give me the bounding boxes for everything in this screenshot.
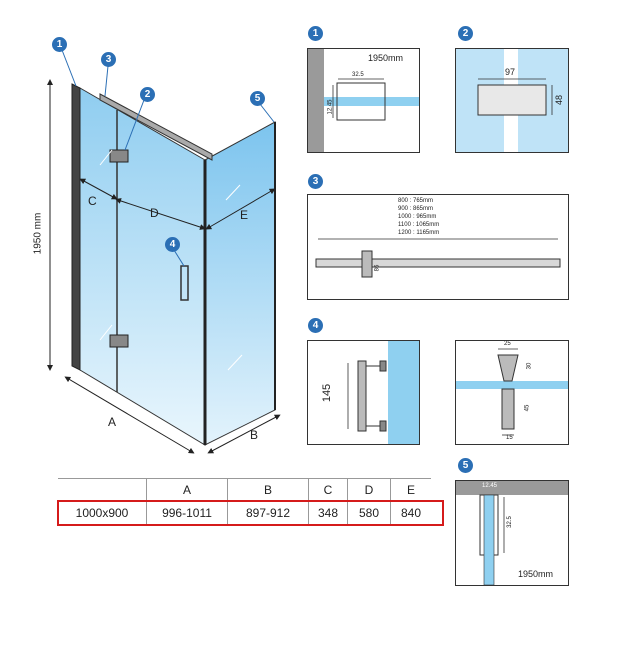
- detail-5-height: 1950mm: [518, 569, 554, 579]
- table-cell: 897-912: [227, 501, 309, 525]
- table-header-cell: A: [146, 478, 228, 502]
- detail-2-dim-w: 97: [505, 67, 516, 77]
- dim-b-label: B: [250, 428, 259, 442]
- table-header-cell: B: [227, 478, 309, 502]
- detail-3-dim-v: 86: [374, 264, 381, 272]
- detail-4-dim-r1: 30: [526, 362, 533, 370]
- detail-4-dim-bottom: 15: [506, 435, 513, 441]
- callout-1-icon: 1: [52, 37, 67, 52]
- detail-5-panel: 12.45 32.5 1950mm: [455, 480, 569, 586]
- height-label: 1950 mm: [32, 212, 44, 255]
- row-highlight: [57, 500, 444, 526]
- detail-3-size-3: 1100 : 1065mm: [398, 222, 440, 228]
- table-cell: 996-1011: [146, 501, 228, 525]
- stabilizer-bar: [99, 93, 213, 161]
- detail-4-dim-r2: 45: [524, 404, 531, 412]
- dim-d-label: D: [150, 206, 159, 220]
- dim-c-label: C: [88, 194, 97, 208]
- detail-3-size-2: 1000 : 965mm: [398, 214, 437, 220]
- detail-3-size-1: 900 : 865mm: [398, 206, 434, 212]
- detail-1-height: 1950mm: [368, 53, 404, 63]
- table-header-row: A B C D E: [58, 478, 431, 502]
- detail-4-dim-len: 145: [321, 383, 334, 403]
- detail-3-panel: 800 : 765mm 900 : 865mm 1000 : 965mm 110…: [307, 194, 569, 300]
- dim-a-label: A: [108, 415, 117, 429]
- detail-1-dim-h: 32.5: [352, 72, 364, 78]
- table-cell: 580: [347, 501, 391, 525]
- hinge-icon: [109, 149, 129, 163]
- wall-profile: [71, 83, 81, 371]
- detail-4-panel: 145: [307, 340, 420, 445]
- detail-5-badge: 5: [458, 458, 473, 473]
- table-header-cell: C: [308, 478, 348, 502]
- detail-4-badge: 4: [308, 318, 323, 333]
- table-header-cell: E: [390, 478, 431, 502]
- spec-table: A B C D E 1000x900 996-1011 897-912 348 …: [58, 478, 431, 525]
- detail-1-dim-v: 12.45: [327, 99, 334, 115]
- dim-e-label: E: [240, 208, 249, 222]
- shower-enclosure-drawing: [47, 49, 281, 454]
- side-glass: [204, 121, 276, 446]
- detail-2-badge: 2: [458, 26, 473, 41]
- detail-3-size-4: 1200 : 1165mm: [398, 230, 440, 236]
- callout-3-icon: 3: [101, 52, 116, 67]
- detail-1-badge: 1: [308, 26, 323, 41]
- detail-2-dim-h: 48: [554, 94, 565, 106]
- detail-3-size-0: 800 : 765mm: [398, 198, 434, 204]
- handle-icon: [180, 265, 189, 301]
- callout-5-icon: 5: [250, 91, 265, 106]
- detail-2-panel: 97 48: [455, 48, 569, 153]
- table-header-cell: D: [347, 478, 391, 502]
- detail-5-dim-h: 12.45: [482, 483, 498, 489]
- callout-2-icon: 2: [140, 87, 155, 102]
- detail-5-dim-v: 32.5: [506, 516, 513, 528]
- detail-4-dim-top: 25: [504, 341, 511, 347]
- detail-4-section-panel: 25 30 45 15: [455, 340, 569, 445]
- detail-3-badge: 3: [308, 174, 323, 189]
- callout-4-icon: 4: [165, 237, 180, 252]
- table-header-cell: [58, 478, 147, 502]
- table-row: 1000x900 996-1011 897-912 348 580 840: [58, 501, 431, 525]
- detail-1-panel: 1950mm 32.5 12.45: [307, 48, 420, 153]
- hinge-icon: [109, 334, 129, 348]
